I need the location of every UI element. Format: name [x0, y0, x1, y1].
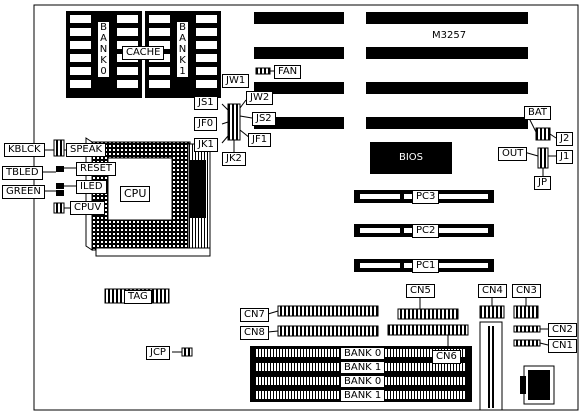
js2-label: JS2 [252, 112, 276, 126]
jf0-label: JF0 [194, 117, 218, 131]
simm-bank-label: BANK 0 [340, 375, 386, 388]
simm-bank-label: BANK 1 [340, 361, 386, 374]
js1-label: JS1 [194, 96, 218, 110]
green-label: GREEN [2, 185, 45, 199]
jumper-blocks [53, 67, 551, 357]
jw1-label: JW1 [222, 74, 250, 88]
j2-label: J2 [556, 132, 574, 146]
fan-label: FAN [274, 65, 302, 79]
speak-label: SPEAK [66, 143, 107, 157]
jcp-label: JCP [146, 346, 170, 360]
pc3-label: PC3 [412, 190, 440, 204]
board-model-label: M3257 [432, 30, 467, 41]
jp-label: JP [534, 176, 551, 190]
simm-bank-label: BANK 1 [340, 389, 386, 402]
cpuv-label: CPUV [70, 201, 106, 215]
cn1-label: CN1 [548, 339, 577, 353]
iled-label: ILED [76, 180, 107, 194]
bios-label: BIOS [386, 151, 436, 165]
cache-bank-1-label: BANK1 [177, 22, 188, 77]
board-outline [33, 4, 579, 411]
jf1-label: JF1 [248, 133, 272, 147]
cn4-label: CN4 [478, 284, 507, 298]
cn2-label: CN2 [548, 323, 577, 337]
reset-label: RESET [76, 162, 117, 176]
cn6-label: CN6 [432, 350, 461, 364]
cn3-label: CN3 [512, 284, 541, 298]
tbled-label: TBLED [2, 166, 43, 180]
cpu-socket [85, 137, 211, 257]
kblck-label: KBLCK [4, 143, 45, 157]
pc2-label: PC2 [412, 224, 440, 238]
tag-label: TAG [124, 290, 152, 304]
keyboard-connector [520, 365, 555, 405]
cn8-label: CN8 [240, 326, 269, 340]
simm-bank-label: BANK 0 [340, 347, 386, 360]
jw2-label: JW2 [246, 91, 274, 105]
cache-label: CACHE [122, 46, 165, 60]
bat-label: BAT [524, 106, 552, 120]
pc1-label: PC1 [412, 259, 440, 273]
jk1-label: JK1 [194, 138, 218, 152]
cn7-label: CN7 [240, 308, 269, 322]
cache-bank-0-label: BANK0 [98, 22, 109, 77]
pci-slots [354, 190, 494, 272]
cn5-label: CN5 [406, 284, 435, 298]
j1-label: J1 [556, 150, 574, 164]
isa-slots [254, 12, 528, 129]
out-label: OUT [498, 147, 528, 161]
jk2-label: JK2 [222, 152, 246, 166]
cpu-label: CPU [120, 186, 151, 202]
